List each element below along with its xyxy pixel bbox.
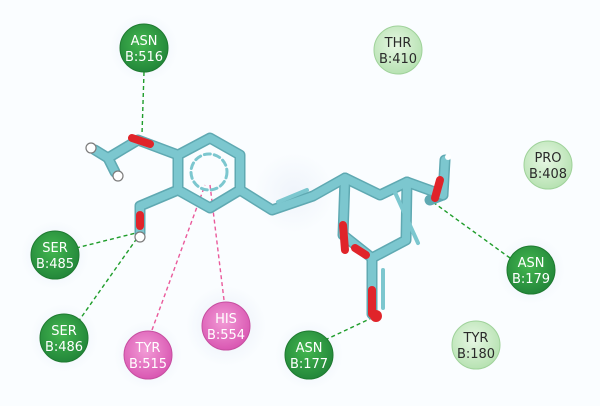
- residue-name: ASN: [518, 256, 545, 271]
- residue-circle: [523, 140, 573, 190]
- residue-name: ASN: [131, 34, 158, 49]
- residue-position: B:485: [36, 257, 74, 272]
- residue-circle: [30, 230, 80, 280]
- hbond-line-ser485: [75, 231, 141, 249]
- residue-position: B:179: [512, 272, 550, 287]
- residue-name: SER: [51, 324, 77, 339]
- residue-name: HIS: [215, 312, 237, 327]
- residue-position: B:180: [457, 347, 495, 362]
- residue-circle: [373, 25, 423, 75]
- residue-circle: [451, 320, 501, 370]
- residue-name: TYR: [135, 341, 161, 356]
- residue-position: B:177: [290, 357, 328, 372]
- residue-name: PRO: [534, 151, 561, 166]
- residue-position: B:410: [379, 52, 417, 67]
- aromatic-ring: [189, 152, 229, 192]
- pi-line-tyr515: [151, 184, 206, 331]
- residue-circle: [119, 23, 169, 73]
- residue-circle: [201, 301, 251, 351]
- hbond-line-asn177: [324, 314, 379, 341]
- residue-name: ASN: [296, 341, 323, 356]
- residue-circle: [39, 313, 89, 363]
- residue-position: B:515: [129, 357, 167, 372]
- residue-position: B:554: [207, 328, 245, 343]
- residue-position: B:516: [125, 50, 163, 65]
- residue-circle: [123, 330, 173, 380]
- residue-circle: [284, 330, 334, 380]
- pi-line-his554: [209, 184, 225, 301]
- residue-position: B:486: [45, 340, 83, 355]
- hbond-line-asn516: [141, 71, 145, 135]
- residue-circle: [506, 245, 556, 295]
- residue-name: TYR: [463, 331, 489, 346]
- interaction-lines: [75, 71, 511, 341]
- hbond-line-asn179: [429, 199, 511, 259]
- residue-position: B:408: [529, 167, 567, 182]
- residue-name: THR: [384, 36, 412, 51]
- residue-name: SER: [42, 241, 68, 256]
- ligand: [85, 132, 451, 322]
- hbond-line-ser486: [77, 233, 141, 323]
